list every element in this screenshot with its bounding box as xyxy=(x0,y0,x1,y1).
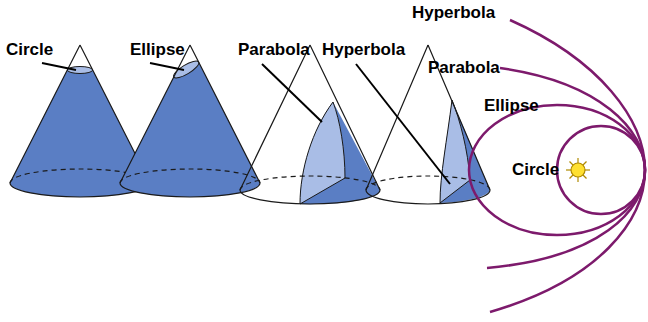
circle-orbit-label: Circle xyxy=(512,160,559,180)
parabola-orbit-label: Parabola xyxy=(428,58,500,78)
ellipse-orbit-label: Ellipse xyxy=(484,96,539,116)
parabola-label: Parabola xyxy=(238,40,310,60)
hyperbola-label: Hyperbola xyxy=(322,40,405,60)
circle-label: Circle xyxy=(6,40,53,60)
sun-symbol xyxy=(566,158,590,182)
hyperbola-orbit-label: Hyperbola xyxy=(412,3,495,23)
cone-ellipse xyxy=(120,45,260,197)
leader-lines xyxy=(42,63,450,184)
ellipse-label: Ellipse xyxy=(130,40,185,60)
